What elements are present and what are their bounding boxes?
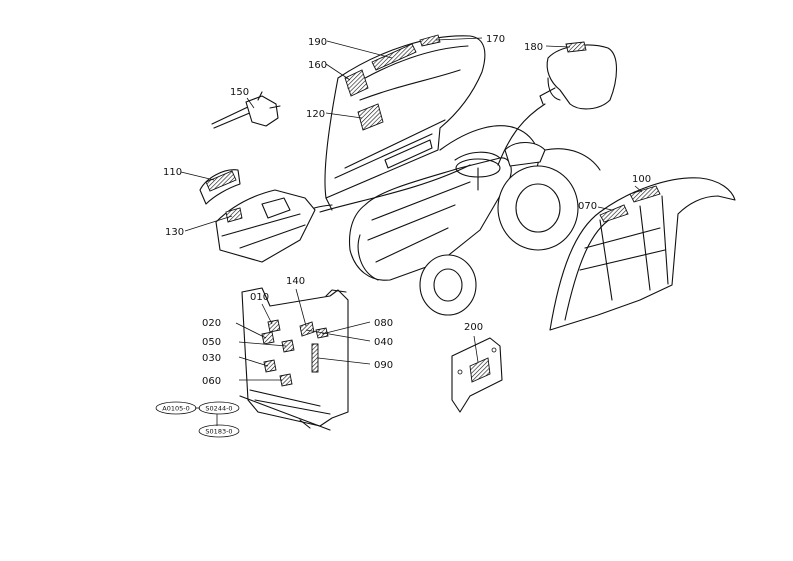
- oval-s0183-text: S0183-0: [205, 428, 232, 436]
- console-130: [199, 169, 316, 263]
- label-100: 100: [632, 174, 651, 185]
- oval-s0183: [198, 424, 240, 438]
- oval-s0244: [198, 401, 240, 415]
- label-090: 090: [374, 360, 393, 371]
- label-010: 010: [250, 292, 269, 303]
- side-plate-200: [451, 337, 503, 413]
- decal-130: [225, 207, 243, 223]
- label-080: 080: [374, 318, 393, 329]
- left-fender-panel: [324, 34, 486, 211]
- decal-070: [599, 204, 629, 223]
- label-160: 160: [308, 60, 327, 71]
- decal-110: [205, 170, 237, 192]
- decal-190: [371, 43, 417, 71]
- decal-120: [357, 103, 384, 131]
- label-150: 150: [230, 87, 249, 98]
- rear-cover-180: [497, 41, 618, 166]
- oval-a0105: [155, 401, 197, 415]
- right-fender: [544, 148, 736, 331]
- label-140: 140: [286, 276, 305, 287]
- decal-010: [267, 319, 281, 333]
- label-170: 170: [486, 34, 505, 45]
- decal-180: [565, 41, 587, 53]
- decal-100: [629, 185, 661, 203]
- label-190: 190: [308, 37, 327, 48]
- decal-050: [281, 339, 295, 353]
- tractor-body: [299, 125, 579, 316]
- decal-140: [299, 321, 315, 337]
- label-180: 180: [524, 42, 543, 53]
- decal-030: [263, 359, 277, 373]
- oval-s0244-text: S0244-0: [205, 405, 232, 413]
- label-050: 050: [202, 337, 221, 348]
- oval-a0105-text: A0105-0: [162, 405, 189, 413]
- decal-060: [279, 373, 293, 387]
- decal-170: [419, 34, 441, 47]
- label-030: 030: [202, 353, 221, 364]
- label-200: 200: [464, 322, 483, 333]
- label-120: 120: [306, 109, 325, 120]
- label-040: 040: [374, 337, 393, 348]
- leader-lines: [180, 37, 643, 426]
- switch-150: [211, 91, 281, 129]
- label-130: 130: [165, 227, 184, 238]
- bracket-assembly: [239, 287, 349, 431]
- decal-160: [344, 69, 369, 97]
- decal-200: [469, 357, 491, 383]
- label-060: 060: [202, 376, 221, 387]
- reference-ovals: A0105-0 S0244-0 S0183-0: [155, 401, 240, 438]
- decal-090: [311, 343, 319, 373]
- decal-020: [261, 331, 275, 345]
- part-labels: 190 170 180 160 150 120 110 130 100 070 …: [163, 34, 651, 387]
- label-110: 110: [163, 167, 182, 178]
- label-070: 070: [578, 201, 597, 212]
- label-020: 020: [202, 318, 221, 329]
